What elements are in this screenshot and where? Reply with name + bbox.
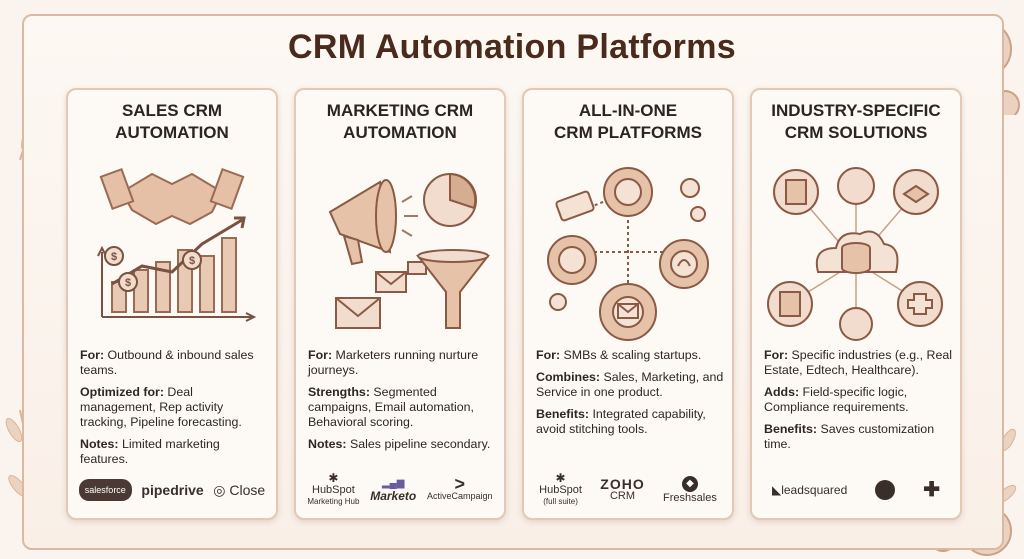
connected-gears-icon <box>547 167 709 341</box>
freshsales-badge-icon: ◆ <box>681 476 698 492</box>
card-body: For: Marketers running nurture journeys.… <box>308 348 491 451</box>
marketo-bars-icon: ▂▄▆ <box>381 478 405 489</box>
zoho-crm-logo: ZOHO CRM <box>600 476 645 502</box>
svg-text:$: $ <box>125 277 131 289</box>
vendor-logos: ◣ leadsquared ✚ <box>758 468 954 512</box>
marketo-logo: ▂▄▆ Marketo <box>370 478 417 503</box>
card-body: For: SMBs & scaling startups. Combines: … <box>536 348 724 436</box>
card-sales-crm: SALES CRM AUTOMATION $ $ $ <box>66 88 278 520</box>
card-title: MARKETING CRM AUTOMATION <box>326 101 474 142</box>
megaphone-funnel-icon <box>328 172 491 329</box>
vendor-logos: salesforce pipedrive ◎ Close <box>74 468 270 512</box>
hubspot-full-suite-logo: ✱ HubSpot (full suite) <box>539 471 582 506</box>
close-mark-icon: ◎ <box>213 482 230 498</box>
salesforce-logo: salesforce <box>78 479 132 501</box>
card-industry-specific-crm: INDUSTRY-SPECIFIC CRM SOLUTIONS For: Spe… <box>750 88 962 520</box>
page-title: CRM Automation Platforms <box>288 28 736 66</box>
freshsales-logo: ◆ Freshsales <box>663 476 717 504</box>
close-logo: ◎ Close <box>213 482 266 498</box>
pipedrive-logo: pipedrive <box>141 482 204 498</box>
card-body: For: Outbound & inbound sales teams. Opt… <box>80 348 254 466</box>
medical-cross-logo-icon: ✚ <box>923 479 940 501</box>
hubspot-sprocket-icon: ✱ <box>555 471 566 485</box>
svg-text:$: $ <box>111 251 117 263</box>
vendor-logos: ✱ HubSpot (full suite) ZOHO CRM ◆ Freshs… <box>530 468 726 512</box>
ball-logo-icon <box>875 480 896 500</box>
leadsquared-logo: ◣ leadsquared <box>771 483 848 497</box>
card-title: INDUSTRY-SPECIFIC CRM SOLUTIONS <box>771 101 941 142</box>
card-title: SALES CRM AUTOMATION <box>115 101 229 142</box>
card-body: For: Specific industries (e.g., Real Est… <box>764 348 952 451</box>
handshake-growth-chart-icon: $ $ $ <box>97 167 257 322</box>
card-all-in-one-crm: ALL-IN-ONE CRM PLATFORMS <box>522 88 734 520</box>
leadsquared-mark-icon: ◣ <box>771 483 782 497</box>
vendor-logos: ✱ HubSpot Marketing Hub ▂▄▆ Marketo > Ac… <box>302 468 498 512</box>
chevron-right-icon: > <box>454 474 466 494</box>
cloud-database-industries-icon <box>767 167 943 341</box>
hubspot-marketing-hub-logo: ✱ HubSpot Marketing Hub <box>307 471 360 506</box>
svg-text:$: $ <box>189 255 195 267</box>
card-marketing-crm: MARKETING CRM AUTOMATION For: Marketers … <box>294 88 506 520</box>
card-title: ALL-IN-ONE CRM PLATFORMS <box>554 101 702 142</box>
activecampaign-logo: > ActiveCampaign <box>427 474 493 501</box>
hubspot-sprocket-icon: ✱ <box>328 471 339 485</box>
